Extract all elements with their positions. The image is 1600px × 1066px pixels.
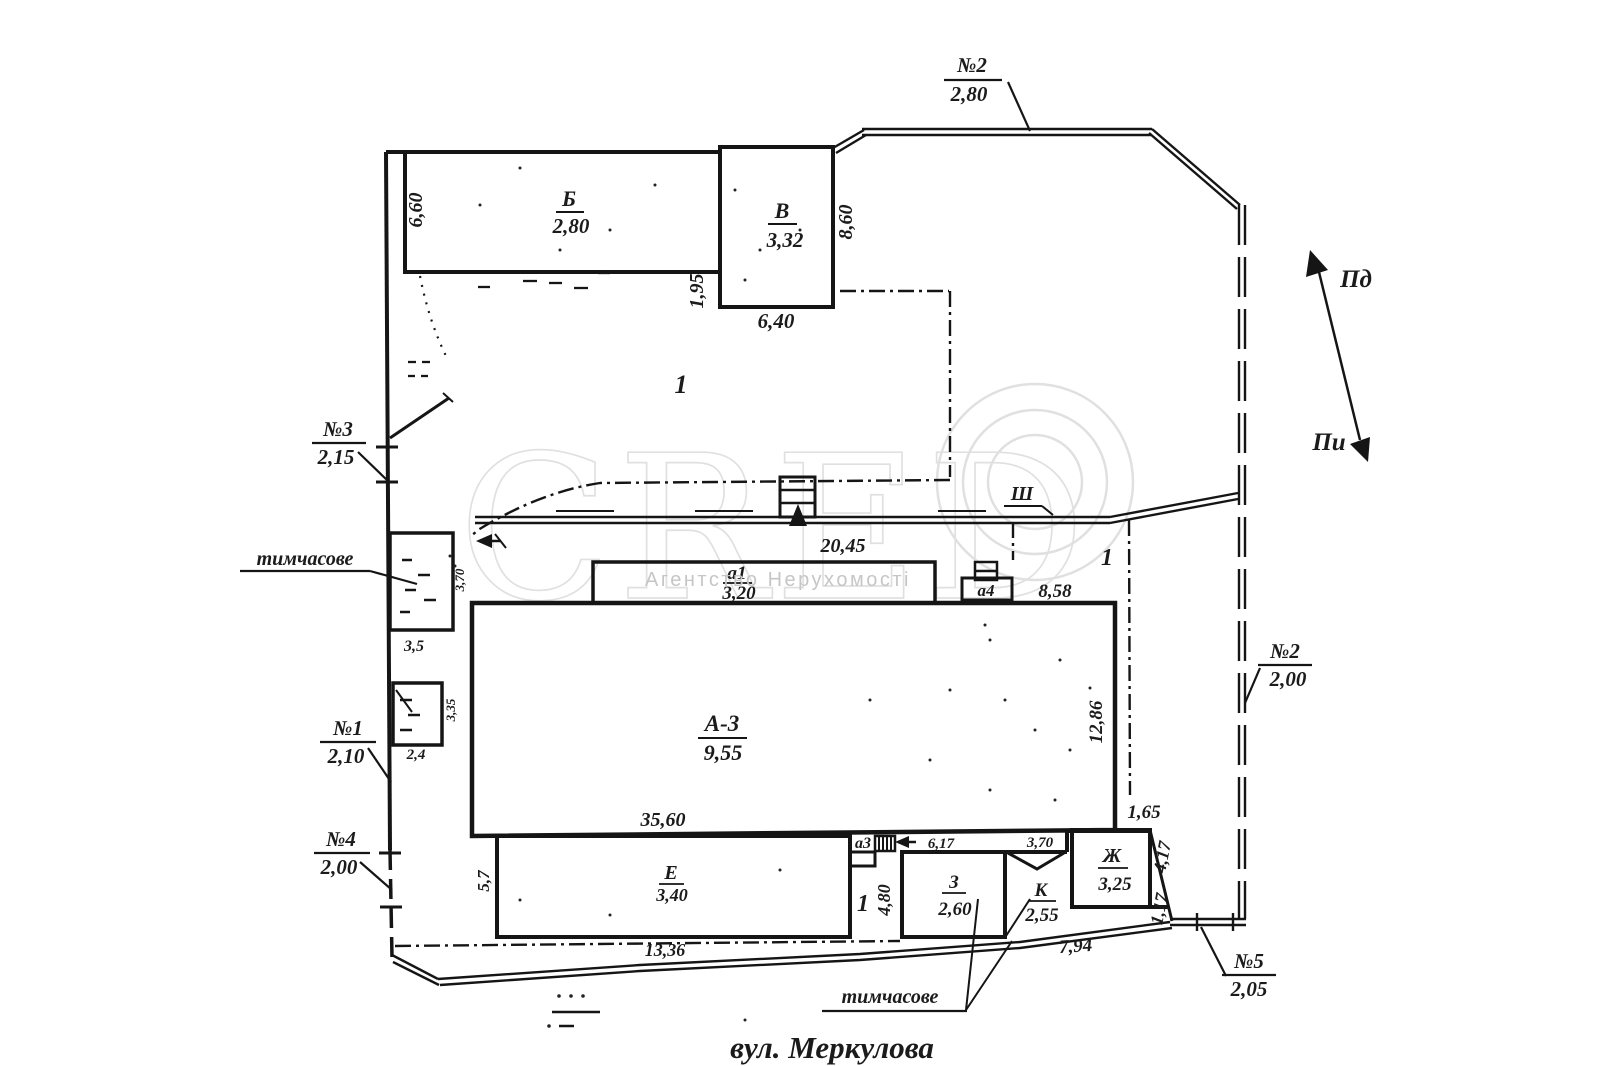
hatch-block xyxy=(873,834,897,853)
parcel-number-labels: 1 1 1 xyxy=(675,370,1114,917)
parcel-boundary xyxy=(376,127,1247,987)
dim-band-2: 3,70 xyxy=(1026,835,1054,851)
marker-label: №4 xyxy=(325,827,356,851)
watermark-letters: CRED xyxy=(458,413,1092,646)
building-v-outline xyxy=(718,145,835,309)
building-a3s-outline xyxy=(848,850,877,868)
compass: Пд Пи xyxy=(1306,250,1372,462)
building-z-outline xyxy=(900,850,1007,939)
marker-n3: №3 2,15 xyxy=(312,417,389,482)
building-zh-letter: Ж xyxy=(1101,845,1122,867)
building-a3-height: 9,55 xyxy=(704,740,743,765)
marker-label: №3 xyxy=(322,417,353,441)
street-title: вул. Меркулова xyxy=(730,1030,934,1065)
dimension-labels: 6,60 1,95 6,40 8,60 20,45 8,58 35,60 12,… xyxy=(403,193,1175,961)
temporary-annotations: тимчасове тимчасове xyxy=(240,548,1031,1013)
gate-structure xyxy=(778,475,997,573)
marker-label: №1 xyxy=(332,716,363,740)
building-v-height: 3,32 xyxy=(766,228,804,252)
marker-n2-top: №2 2,80 xyxy=(944,53,1032,132)
building-zh-height: 3,25 xyxy=(1097,874,1132,895)
marker-label: №5 xyxy=(1233,949,1264,973)
shed1-outline xyxy=(388,531,455,632)
dim-shed2-right: 3,35 xyxy=(443,698,458,722)
temporary-bottom-label: тимчасове xyxy=(842,986,939,1008)
watermark: CRED xyxy=(457,382,1135,647)
dim-shed2-bottom: 2,4 xyxy=(406,747,426,763)
marker-value: 2,15 xyxy=(317,445,355,469)
temporary-left-label: тимчасове xyxy=(257,548,354,570)
building-k-height: 2,55 xyxy=(1024,905,1059,926)
parcel-label-2: 1 xyxy=(1101,545,1113,571)
compass-arrow-north-head xyxy=(1306,250,1328,277)
parcel-label-3: 1 xyxy=(857,891,869,917)
building-e-height: 3,40 xyxy=(655,885,688,905)
building-e-letter: Е xyxy=(663,862,677,884)
dotted-path xyxy=(418,275,448,359)
dim-e-left: 5,7 xyxy=(474,869,493,892)
dim-v-right: 8,60 xyxy=(835,205,857,240)
left-arrow-icon xyxy=(476,533,507,549)
building-a1-height: 3,20 xyxy=(721,583,756,604)
dim-street-top: 20,45 xyxy=(820,535,866,557)
building-a1-letter: а1 xyxy=(728,563,747,584)
marker-n5: №5 2,05 xyxy=(1200,926,1276,1001)
fence-line xyxy=(389,392,454,440)
marker-n1: №1 2,10 xyxy=(320,716,392,783)
watermark-subtitle: Агентство Нерухомості xyxy=(645,569,911,591)
marker-n4: №4 2,00 xyxy=(314,827,393,891)
marker-label: №2 xyxy=(1269,639,1300,663)
scan-smudges xyxy=(395,271,610,1028)
building-z-height: 2,60 xyxy=(937,899,972,920)
boundary-markers: №2 2,80 №3 2,15 №1 2,10 №4 2,00 №2 2,00 xyxy=(312,53,1312,1001)
marker-value: 2,10 xyxy=(327,744,365,768)
building-b-letter: Б xyxy=(561,186,576,211)
dim-z-left: 4,80 xyxy=(874,884,894,917)
building-k-letter: К xyxy=(1034,880,1049,901)
parcel-label-1: 1 xyxy=(675,370,688,399)
dim-shed1-right: 3,70 xyxy=(452,568,467,592)
dim-v-bottom: 6,40 xyxy=(758,309,795,333)
compass-arrow-south-head xyxy=(1350,437,1370,462)
dim-a3-right: 12,86 xyxy=(1086,700,1107,743)
dim-shed1-bottom: 3,5 xyxy=(403,638,424,655)
building-e-outline xyxy=(495,834,852,939)
band-arrow-icon xyxy=(895,836,916,848)
building-labels: Б 2,80 В 3,32 А-3 9,55 а1 3,20 а4 а3 Е 3… xyxy=(552,186,1133,926)
dim-street-top2: 8,58 xyxy=(1038,581,1072,602)
compass-south-label: Пд xyxy=(1339,266,1372,293)
marker-label: №2 xyxy=(956,53,987,77)
shed2-outline xyxy=(391,681,444,747)
building-a3-letter: А-3 xyxy=(703,711,740,736)
marker-value: 2,00 xyxy=(320,855,358,879)
dim-a3-bottom: 35,60 xyxy=(640,809,686,831)
dim-gap-right: 1,65 xyxy=(1127,802,1161,823)
building-a4-letter: а4 xyxy=(978,581,995,600)
building-a4-outline xyxy=(960,576,1014,602)
dim-b-side: 6,60 xyxy=(405,193,427,228)
compass-north-label: Пи xyxy=(1311,429,1345,456)
scan-speckles xyxy=(448,166,1092,1022)
marker-value: 2,00 xyxy=(1269,667,1307,691)
dash-dot-lines xyxy=(394,289,1132,948)
gate-sh-letter: Ш xyxy=(1010,483,1035,505)
building-k-lines xyxy=(1005,829,1174,922)
marker-n2-right: №2 2,00 xyxy=(1243,639,1312,704)
building-v-letter: В xyxy=(774,198,790,223)
dim-e-bottom: 13,36 xyxy=(645,940,686,960)
dim-bottom-right: 7,94 xyxy=(1058,935,1093,958)
building-a3s-letter: а3 xyxy=(855,835,871,852)
dim-v-left: 1,95 xyxy=(686,274,708,309)
building-z-letter: З xyxy=(948,872,959,893)
marker-value: 2,05 xyxy=(1230,977,1268,1001)
building-b-height: 2,80 xyxy=(552,214,590,238)
marker-value: 2,80 xyxy=(950,82,988,106)
dim-band-1: 6,17 xyxy=(928,836,955,852)
